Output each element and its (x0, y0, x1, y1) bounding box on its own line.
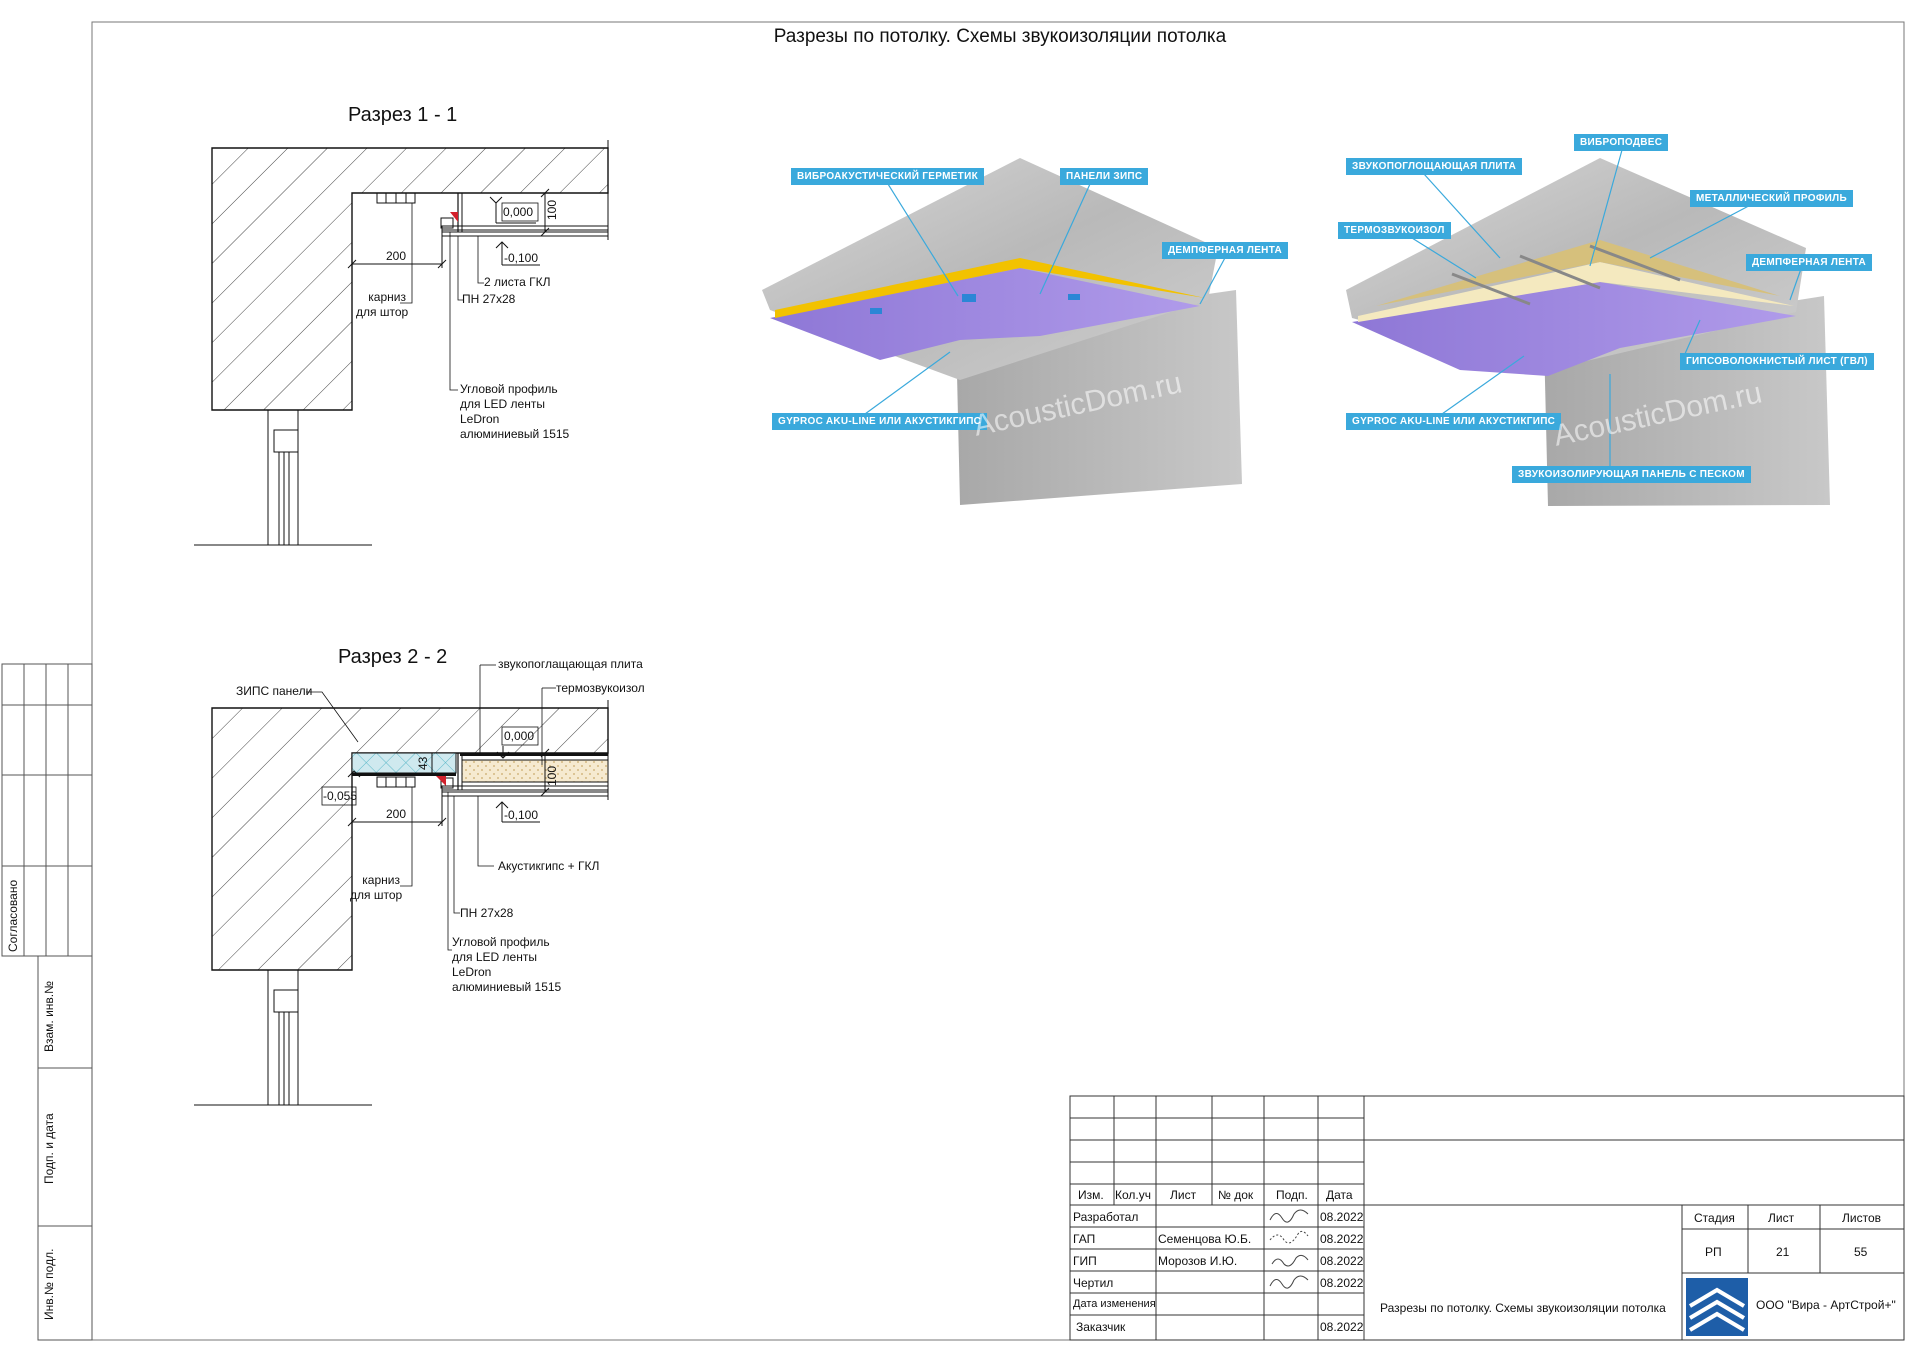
render-2-tag-sand-panel: ЗВУКОИЗОЛИРУЮЩАЯ ПАНЕЛЬ С ПЕСКОМ (1512, 466, 1751, 483)
section-1-title: Разрез 1 - 1 (348, 104, 458, 126)
stamp-company: ООО "Вира - АртСтрой+" (1756, 1298, 1896, 1312)
section-2-dim-200: 200 (386, 807, 407, 821)
stamp-row-role: ГИП (1073, 1254, 1097, 1268)
stamp-sheets-total: 55 (1854, 1245, 1868, 1259)
section-2-level-top: 0,000 (504, 729, 535, 743)
stamp-sheet-number: 21 (1776, 1245, 1790, 1259)
stamp-row-date: 08.2022 (1320, 1254, 1364, 1268)
stamp-row-role: Заказчик (1076, 1320, 1126, 1334)
section-1-label-gkl: 2 листа ГКЛ (484, 275, 551, 289)
section-2-drawing (194, 664, 609, 1106)
stamp-header-kol: Кол.уч (1115, 1188, 1151, 1202)
section-1-level-bottom: -0,100 (504, 251, 539, 265)
stamp-row-name: Семенцова Ю.Б. (1158, 1232, 1252, 1246)
render-2-tag-profile: МЕТАЛЛИЧЕСКИЙ ПРОФИЛЬ (1690, 190, 1853, 207)
render-2-tag-thermo: ТЕРМОЗВУКОИЗОЛ (1338, 222, 1451, 239)
stamp-header-sign: Подп. (1276, 1188, 1308, 1202)
side-frame (1, 663, 93, 1341)
section-2-level-bottom: -0,100 (504, 808, 539, 822)
stamp-row-role: Разработал (1073, 1210, 1139, 1224)
stamp-sheet-label: Лист (1768, 1211, 1795, 1225)
stamp-header-doc: № док (1218, 1188, 1254, 1202)
stamp-stage-label: Стадия (1694, 1211, 1735, 1225)
section-2-label-zips: ЗИПС панели (236, 684, 313, 698)
stamp-header-list: Лист (1170, 1188, 1197, 1202)
stamp-stage: РП (1705, 1245, 1722, 1259)
stamp-row-role: Чертил (1073, 1276, 1114, 1290)
section-1-dim-100: 100 (545, 199, 559, 220)
side-inv-orig: Инв.№ подл. (42, 1248, 56, 1320)
sheet-title: Разрезы по потолку. Схемы звукоизоляции … (773, 26, 1227, 47)
section-1-label-pn: ПН 27х28 (462, 292, 516, 306)
side-sign-date: Подп. и дата (42, 1113, 56, 1184)
title-block (1069, 1095, 1905, 1341)
side-inv-replace: Взам. инв.№ (42, 980, 56, 1052)
render-2-tag-damper: ДЕМПФЕРНАЯ ЛЕНТА (1746, 254, 1873, 271)
render-1-tag-zips: ПАНЕЛИ ЗИПС (1060, 168, 1149, 185)
stamp-drawing-title: Разрезы по потолку. Схемы звукоизоляции … (1380, 1301, 1666, 1315)
section-2-level-zips: -0,055 (323, 789, 358, 803)
render-2-tag-vibro: ВИБРОПОДВЕС (1574, 134, 1669, 151)
section-2-label-absorb: звукопоглащающая плита (498, 657, 643, 671)
render-2-illustration (1346, 149, 1830, 506)
stamp-row-date: 08.2022 (1320, 1232, 1364, 1246)
render-2-tag-gyproc: GYPROC AKU-LINE ИЛИ АКУСТИКГИПС (1346, 413, 1562, 430)
stamp-row-date: 08.2022 (1320, 1276, 1364, 1290)
stamp-row-name: Морозов И.Ю. (1158, 1254, 1238, 1268)
stamp-sheets-label: Листов (1842, 1211, 1881, 1225)
section-1-level-top: 0,000 (503, 205, 534, 219)
side-approved: Согласовано (6, 879, 20, 952)
render-2-tag-gvl: ГИПСОВОЛОКНИСТЫЙ ЛИСТ (ГВЛ) (1680, 353, 1874, 370)
render-1-illustration (762, 158, 1242, 505)
stamp-header-date: Дата (1326, 1188, 1353, 1202)
stamp-row-date: 08.2022 (1320, 1320, 1364, 1334)
stamp-header-izm: Изм. (1078, 1188, 1104, 1202)
stamp-row-date: 08.2022 (1320, 1210, 1364, 1224)
section-2-label-thermo: термозвукоизол (556, 681, 645, 695)
section-1-drawing (194, 140, 609, 546)
section-2-label-akustik: Акустикгипс + ГКЛ (498, 859, 600, 873)
section-2-dim-100: 100 (545, 765, 559, 786)
stamp-row-role: Дата изменения (1073, 1298, 1156, 1310)
company-logo (1686, 1278, 1748, 1336)
section-2-label-pn: ПН 27х28 (460, 906, 514, 920)
section-2-dim-43: 43 (416, 756, 430, 770)
stamp-row-role: ГАП (1073, 1232, 1096, 1246)
section-1-dim-200: 200 (386, 249, 407, 263)
render-2-tag-absorb: ЗВУКОПОГЛОЩАЮЩАЯ ПЛИТА (1346, 158, 1523, 175)
render-1-tag-sealant: ВИБРОАКУСТИЧЕСКИЙ ГЕРМЕТИК (791, 168, 984, 185)
render-1-tag-damper: ДЕМПФЕРНАЯ ЛЕНТА (1162, 242, 1289, 259)
signatures (1269, 1209, 1309, 1289)
render-1-tag-gyproc: GYPROC AKU-LINE ИЛИ АКУСТИКГИПС (772, 413, 988, 430)
section-2-title: Разрез 2 - 2 (338, 646, 448, 668)
